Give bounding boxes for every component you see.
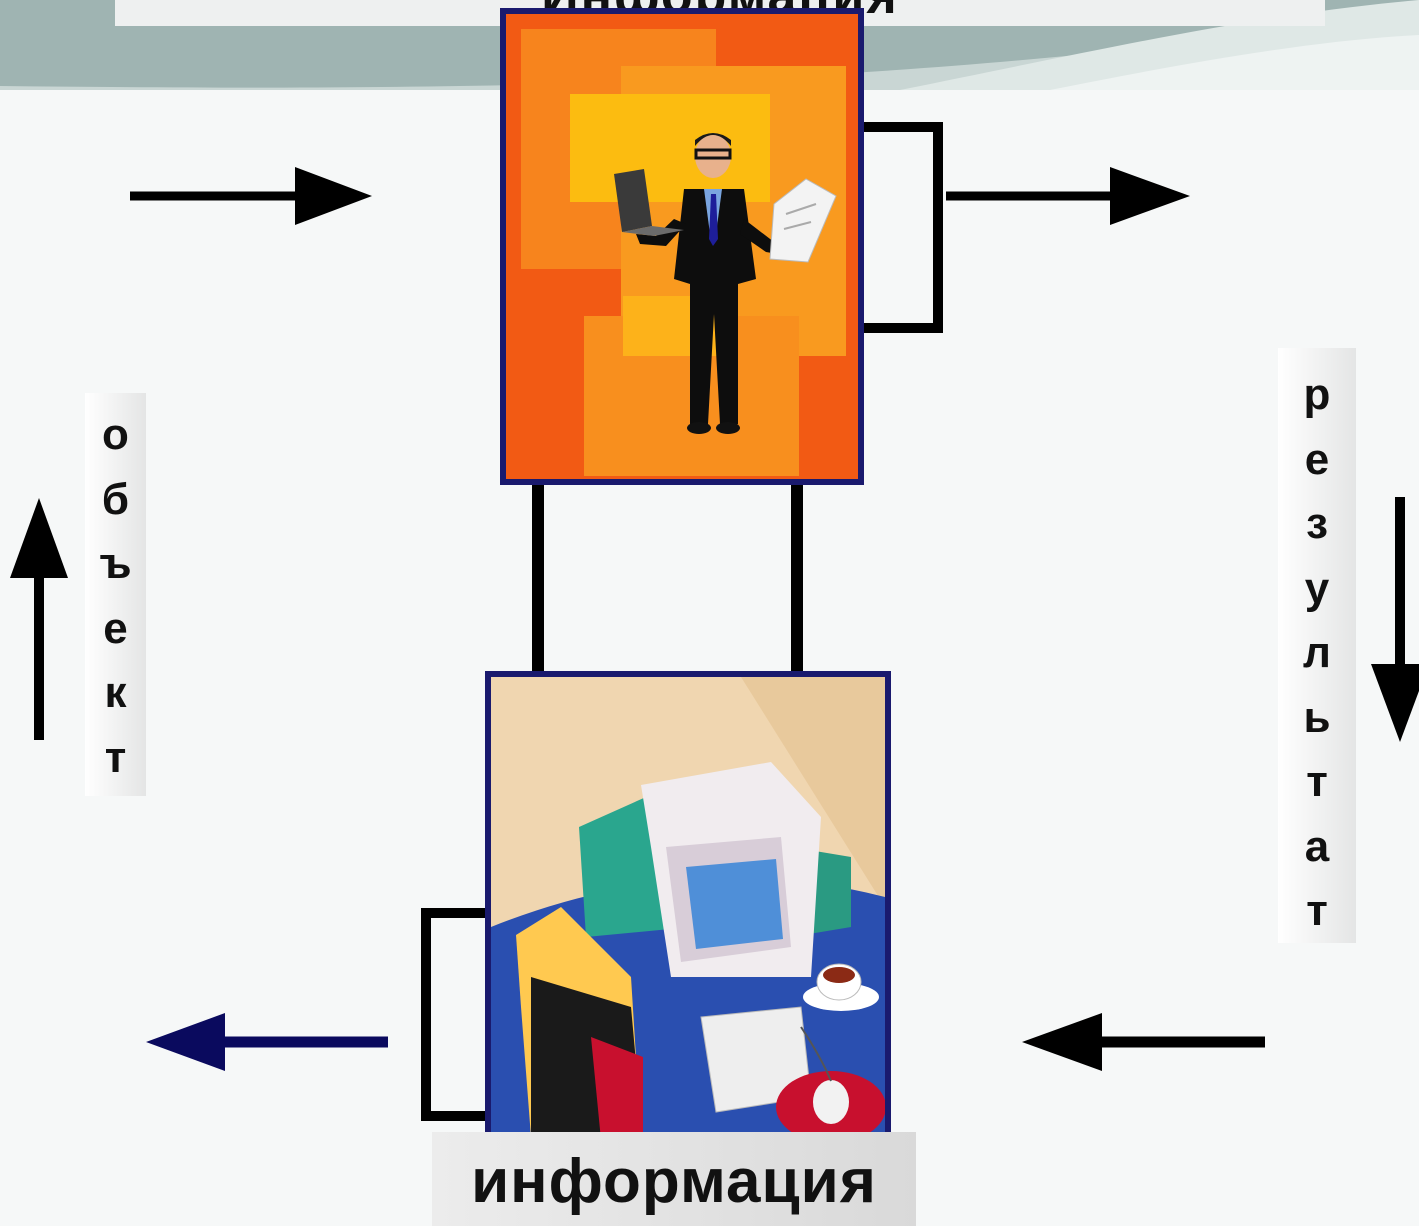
label-object-letter: к: [104, 668, 127, 717]
caption-information-text: информация: [471, 1147, 877, 1216]
label-result-letter: у: [1304, 563, 1330, 613]
label-result-letter: з: [1306, 499, 1328, 548]
top-picture-frame: [500, 8, 864, 485]
label-object-letter: б: [101, 474, 130, 524]
label-result-letter: ь: [1303, 692, 1331, 742]
label-result-letter: т: [1306, 886, 1328, 935]
label-result-letter: л: [1303, 628, 1331, 677]
businessman-with-laptop-icon: [506, 14, 858, 479]
bottom-picture-frame: [485, 671, 891, 1146]
arrow-right-top-right: [946, 167, 1190, 225]
label-result-vertical: р е з у л ь т а т: [1278, 348, 1356, 943]
label-object-letter: ъ: [99, 539, 132, 588]
arrow-left-bottom-left: [146, 1013, 388, 1071]
computer-with-book-icon: [491, 677, 885, 1140]
arrow-down-right: [1371, 497, 1419, 742]
label-object-vertical: о б ъ е к т: [85, 393, 146, 796]
arrow-up-left: [10, 498, 68, 740]
label-object-letter: о: [102, 410, 129, 459]
arrow-left-bottom-right: [1022, 1013, 1265, 1071]
caption-information: информация: [432, 1132, 916, 1226]
label-result-letter: а: [1304, 821, 1330, 871]
label-object-letter: т: [104, 732, 127, 782]
bracket-bottom-frame: [421, 908, 489, 1121]
arrow-right-top-left: [130, 167, 372, 225]
label-result-letter: е: [1304, 434, 1330, 484]
label-object-letter: е: [103, 603, 128, 653]
label-result-letter: р: [1303, 370, 1331, 419]
label-result-letter: т: [1306, 757, 1328, 806]
bracket-top-frame: [862, 122, 943, 333]
